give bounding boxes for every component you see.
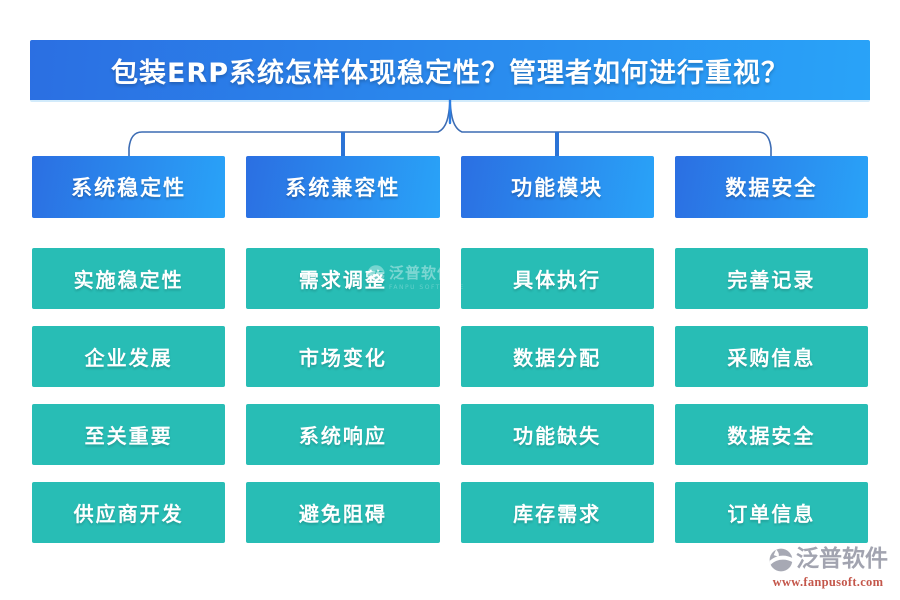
node-item: 完善记录 — [674, 248, 868, 309]
column-system-stability: 系统稳定性 实施稳定性 企业发展 至关重要 供应商开发 — [32, 156, 226, 543]
node-item: 需求调整 — [246, 248, 440, 309]
node-item: 数据分配 — [460, 326, 654, 387]
node-grid: 系统稳定性 实施稳定性 企业发展 至关重要 供应商开发 系统兼容性 需求调整 市… — [32, 156, 868, 543]
brand-name: 泛普软件 — [796, 546, 888, 572]
column-system-compatibility: 系统兼容性 需求调整 市场变化 系统响应 避免阻碍 — [246, 156, 440, 543]
node-item: 实施稳定性 — [32, 248, 226, 309]
page-title: 包装ERP系统怎样体现稳定性？管理者如何进行重视？ — [110, 57, 790, 89]
node-item: 供应商开发 — [32, 482, 226, 543]
column-data-security: 数据安全 完善记录 采购信息 数据安全 订单信息 — [674, 156, 868, 543]
node-item: 系统响应 — [246, 404, 440, 465]
node-item: 库存需求 — [460, 482, 654, 543]
brand-block: 泛普软件 www.fanpusoft.com — [762, 546, 894, 590]
column-header: 数据安全 — [674, 156, 868, 218]
column-header: 系统稳定性 — [32, 156, 226, 218]
fanpu-logo-icon — [769, 548, 794, 572]
node-item: 采购信息 — [674, 326, 868, 387]
node-item: 至关重要 — [32, 404, 226, 465]
node-item: 功能缺失 — [460, 404, 654, 465]
column-header: 系统兼容性 — [246, 156, 440, 218]
node-item: 市场变化 — [246, 326, 440, 387]
column-function-modules: 功能模块 具体执行 数据分配 功能缺失 库存需求 — [460, 156, 654, 543]
node-item: 具体执行 — [460, 248, 654, 309]
node-item: 避免阻碍 — [246, 482, 440, 543]
node-item: 企业发展 — [32, 326, 226, 387]
column-header: 功能模块 — [460, 156, 654, 218]
title-banner: 包装ERP系统怎样体现稳定性？管理者如何进行重视？ — [30, 40, 870, 102]
node-item: 数据安全 — [674, 404, 868, 465]
brand-url: www.fanpusoft.com — [772, 574, 884, 589]
node-item: 订单信息 — [674, 482, 868, 543]
